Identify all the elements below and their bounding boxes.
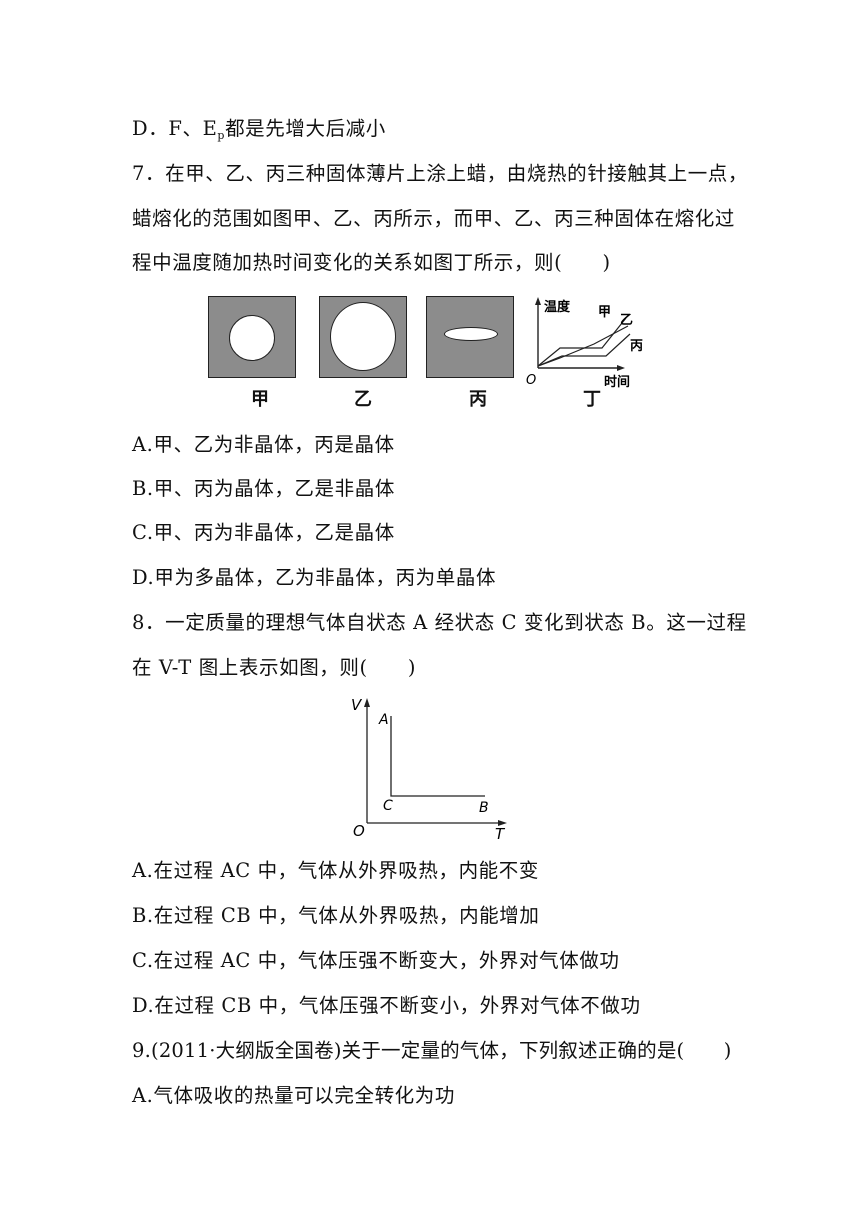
q8-option-c: C.在过程 AC 中，气体压强不断变大，外界对气体做功	[132, 949, 620, 972]
q7-option-b: B.甲、丙为晶体，乙是非晶体	[132, 477, 395, 500]
caption-bing: 丙	[469, 389, 487, 410]
graph-t-label: T	[495, 825, 506, 840]
point-a: A	[378, 712, 389, 728]
melt-circle-large	[330, 302, 396, 371]
q9-option-a: A.气体吸收的热量可以完全转化为功	[132, 1084, 455, 1107]
curve-bing	[537, 333, 631, 367]
q9-stem: 9.(2011·大纲版全国卷)关于一定量的气体，下列叙述正确的是( )	[132, 1039, 732, 1062]
caption-jia: 甲	[251, 389, 269, 410]
q8-option-d: D.在过程 CB 中，气体压强不断变小，外界对气体不做功	[132, 994, 641, 1017]
q7-stem-line-1: 7．在甲、乙、丙三种固体薄片上涂上蜡，由烧热的针接触其上一点，	[132, 162, 749, 185]
graph-origin: O	[526, 373, 536, 388]
graph-origin-o: O	[353, 822, 365, 840]
graph-v-label: V	[351, 696, 363, 714]
q8-option-a: A.在过程 AC 中，气体从外界吸热，内能不变	[132, 859, 539, 882]
graph-vt: V T O A C B	[351, 696, 507, 840]
melt-circle-small	[229, 315, 275, 361]
point-b: B	[479, 800, 489, 816]
q8-option-b: B.在过程 CB 中，气体从外界吸热，内能增加	[132, 904, 540, 927]
graph-ylabel: 温度	[544, 299, 571, 315]
q7-option-c: C.甲、丙为非晶体，乙是晶体	[132, 521, 395, 544]
q7-stem-line-3: 程中温度随加热时间变化的关系如图丁所示，则( )	[132, 251, 611, 274]
q8-stem-line-2: 在 V-T 图上表示如图，则( )	[132, 656, 417, 679]
q8-stem-line-1: 8．一定质量的理想气体自状态 A 经状态 C 变化到状态 B。这一过程	[132, 611, 747, 634]
panel-bing	[426, 296, 514, 378]
caption-yi: 乙	[354, 389, 372, 410]
curve-jia	[537, 317, 627, 367]
graph-xlabel: 时间	[604, 374, 630, 390]
panel-jia	[208, 296, 296, 378]
caption-ding: 丁	[583, 389, 601, 410]
q7-stem-line-2: 蜡熔化的范围如图甲、乙、丙所示，而甲、乙、丙三种固体在熔化过	[132, 207, 736, 230]
graph-ding: 温度 时间 O 甲 乙 丙	[526, 297, 643, 390]
panel-yi	[319, 296, 407, 378]
point-c: C	[383, 798, 393, 814]
curve-label-yi: 乙	[620, 313, 633, 328]
curve-label-bing: 丙	[630, 339, 643, 354]
q7-option-d: D.甲为多晶体，乙为非晶体，丙为单晶体	[132, 566, 497, 589]
q7-option-a: A.甲、乙为非晶体，丙是晶体	[132, 433, 395, 456]
melt-ellipse	[444, 327, 498, 341]
curve-label-jia: 甲	[598, 305, 611, 320]
q6-option-d: D．F、Ep都是先增大后减小	[132, 117, 386, 142]
process-path	[390, 716, 485, 797]
